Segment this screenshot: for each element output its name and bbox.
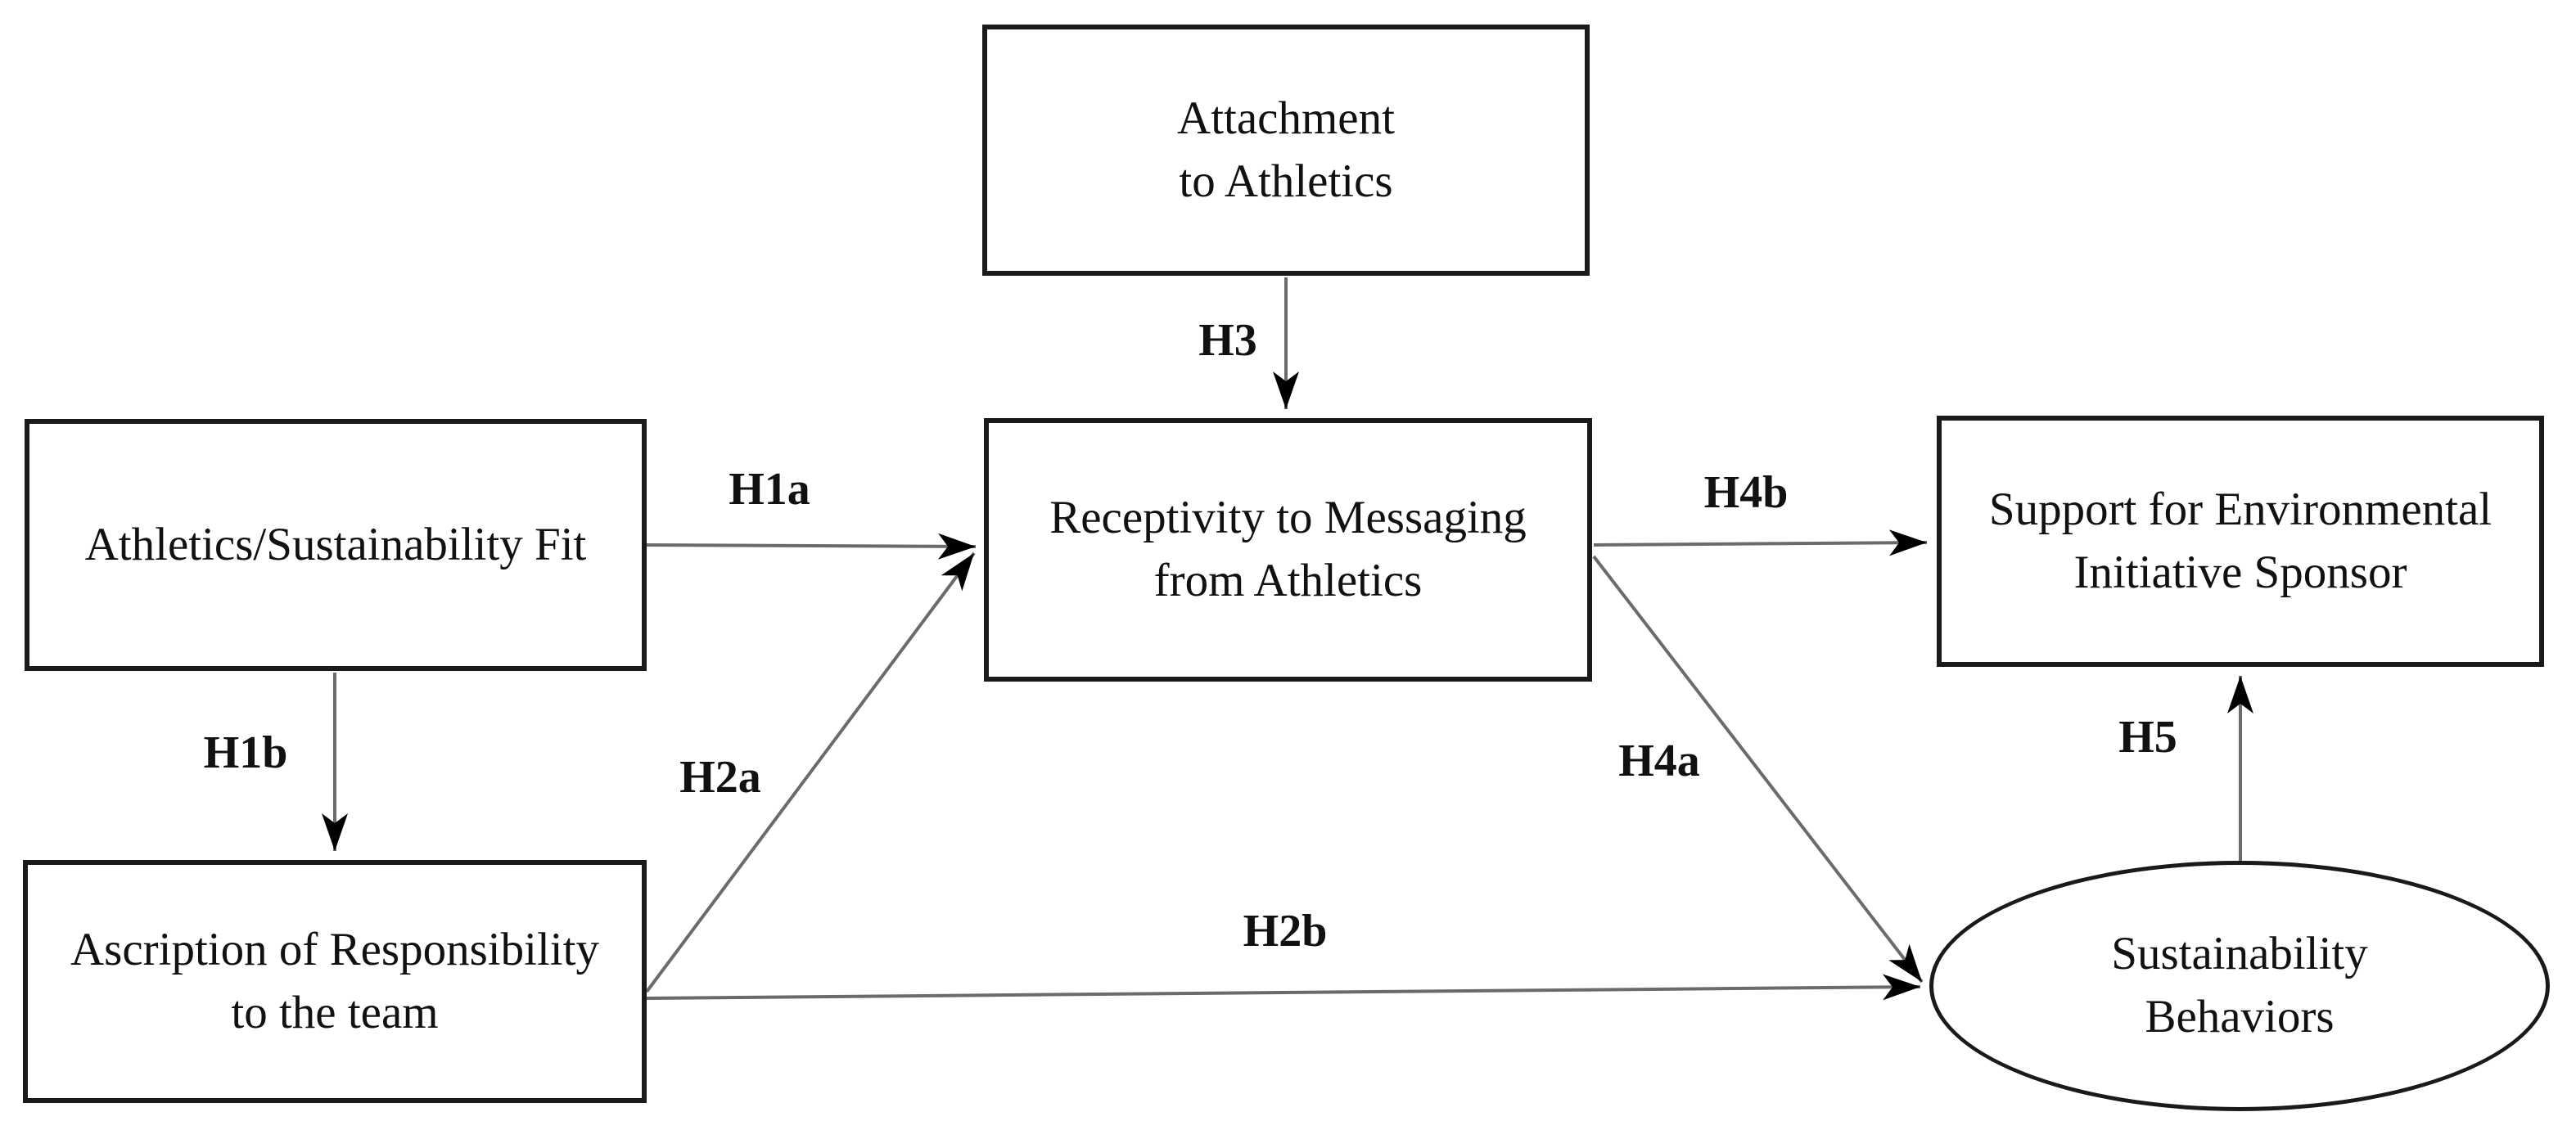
- edge-label-h1a: H1a: [729, 464, 810, 515]
- edge-h2b-arrow: [646, 974, 1921, 1001]
- node-athletics-sustainability-fit: Athletics/Sustainability Fit: [25, 419, 647, 671]
- edge-h4b-arrow: [1593, 529, 1928, 556]
- node-receptivity-to-messaging: Receptivity to Messaging from Athletics: [984, 418, 1592, 682]
- edge-h4a-arrow: [1592, 555, 1924, 984]
- edge-label-h2b: H2b: [1243, 906, 1328, 957]
- edge-label-h2a: H2a: [679, 752, 761, 803]
- node-ascription-of-responsibility: Ascription of Responsibility to the team: [23, 860, 647, 1103]
- edge-h2a-arrow: [645, 551, 976, 993]
- edge-label-h4b: H4b: [1703, 467, 1789, 518]
- edge-h1a-arrow: [646, 533, 977, 560]
- node-sustainability-behaviors: Sustainability Behaviors: [1929, 861, 2550, 1111]
- edge-label-h1b: H1b: [203, 727, 288, 778]
- edge-label-h5: H5: [2118, 712, 2177, 763]
- node-support-for-environmental-initiative-sponsor: Support for Environmental Initiative Spo…: [1937, 416, 2544, 667]
- edge-label-h4a: H4a: [1618, 736, 1700, 786]
- edge-label-h3: H3: [1198, 315, 1257, 366]
- node-attachment-to-athletics: Attachment to Athletics: [982, 25, 1590, 276]
